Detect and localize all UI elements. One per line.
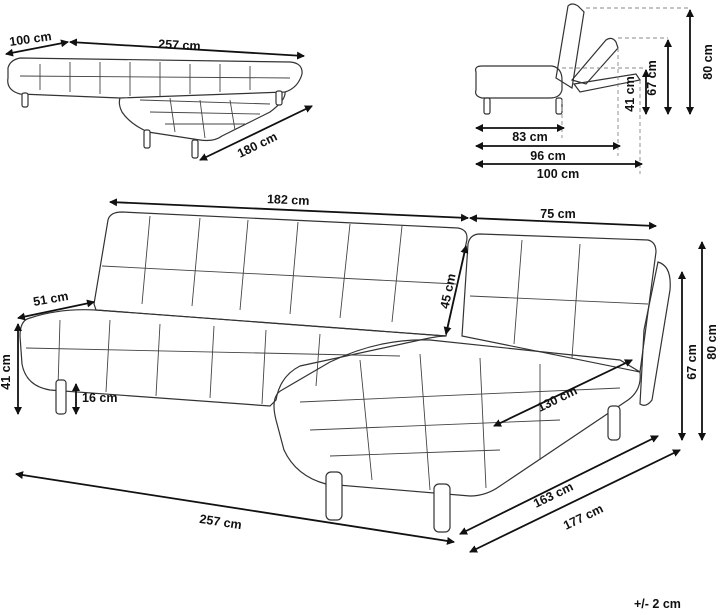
tolerance-note: +/- 2 cm xyxy=(634,597,681,610)
dim-side-depth-83: 83 cm xyxy=(475,124,565,144)
dim-main-chaise-width-label: 75 cm xyxy=(540,207,575,221)
dim-side-depth-96-label: 96 cm xyxy=(530,149,565,163)
leg xyxy=(555,97,563,115)
leg xyxy=(325,471,343,521)
dim-side-depth-100: 100 cm xyxy=(475,160,643,181)
dim-main-chaise-width: 75 cm xyxy=(469,207,657,230)
dim-overview-width: 257 cm xyxy=(69,37,305,60)
main-sofa-drawing xyxy=(19,211,671,533)
dim-side-recline-height: 67 cm xyxy=(645,39,672,115)
dim-main-recline-height-label: 67 cm xyxy=(685,344,699,379)
dim-main-chaise-total: 177 cm xyxy=(469,449,681,553)
leg xyxy=(21,92,29,108)
dim-main-chaise-length-label: 163 cm xyxy=(531,480,575,511)
dim-main-leg-height: 16 cm xyxy=(72,383,117,415)
dim-main-seat-height: 41 cm xyxy=(0,323,22,415)
dim-overview-depth: 100 cm xyxy=(5,29,69,57)
dim-main-recline-height: 67 cm xyxy=(678,271,699,441)
dim-main-leg-height-label: 16 cm xyxy=(82,391,117,405)
dim-main-chaise-seat-label: 130 cm xyxy=(535,384,579,415)
leg xyxy=(55,379,67,415)
dim-side-depth-96: 96 cm xyxy=(475,142,621,163)
dim-main-chaise-total-label: 177 cm xyxy=(561,502,605,533)
dim-side-depth-100-label: 100 cm xyxy=(537,167,579,181)
leg xyxy=(607,405,621,441)
dim-main-sofa-width: 182 cm xyxy=(109,192,469,222)
leg xyxy=(143,129,151,149)
dim-overview-depth-label: 100 cm xyxy=(8,29,52,49)
dim-main-seat-depth: 51 cm xyxy=(17,289,95,321)
leg xyxy=(483,97,491,115)
dim-main-total-width-label: 257 cm xyxy=(199,512,243,532)
dim-main-total-width: 257 cm xyxy=(15,471,455,545)
dim-side-depth-83-label: 83 cm xyxy=(512,130,547,144)
dim-main-backrest: 45 cm xyxy=(438,245,469,335)
dim-main-back-height: 80 cm xyxy=(698,241,719,441)
dim-side-recline-height-label: 67 cm xyxy=(645,60,659,95)
dim-side-back-height-label: 80 cm xyxy=(701,44,715,79)
dim-overview-width-label: 257 cm xyxy=(158,37,201,53)
leg xyxy=(191,139,199,159)
dim-side-back-height: 80 cm xyxy=(686,9,715,115)
dim-main-seat-height-label: 41 cm xyxy=(0,354,13,389)
dim-main-back-height-label: 80 cm xyxy=(705,324,719,359)
dim-side-seat-height: 41 cm xyxy=(623,69,650,115)
leg xyxy=(275,90,283,106)
leg xyxy=(433,483,451,533)
dim-side-seat-height-label: 41 cm xyxy=(623,76,637,111)
dim-overview-chaise-label: 180 cm xyxy=(235,130,279,161)
dim-main-sofa-width-label: 182 cm xyxy=(267,192,310,208)
dim-main-seat-depth-label: 51 cm xyxy=(32,289,69,309)
